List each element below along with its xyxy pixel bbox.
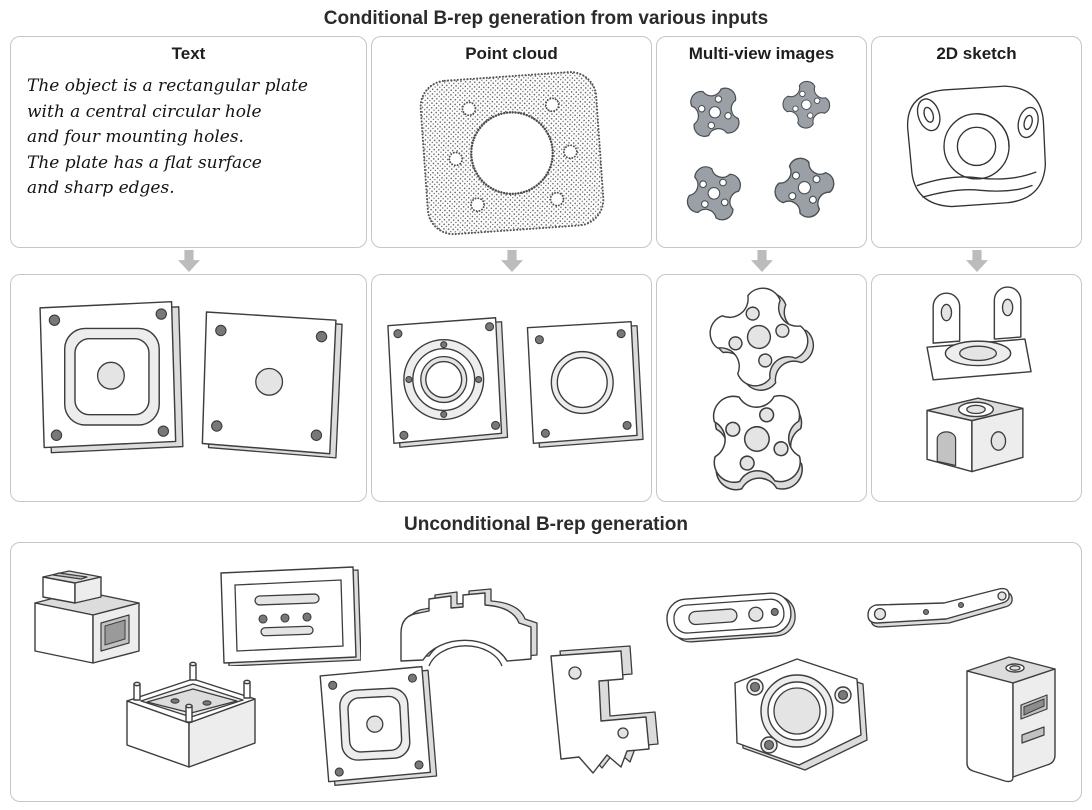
- multiview-output-panel: [656, 274, 867, 502]
- down-arrow-icon: [750, 250, 773, 272]
- model-yoke-1: [926, 286, 1032, 381]
- multiview-input-label: Multi-view images: [688, 44, 835, 63]
- point-cloud-input-panel: Point cloud: [371, 36, 652, 248]
- down-arrow: [656, 248, 867, 274]
- column-point-cloud: Point cloud: [371, 36, 652, 502]
- model-link-plate: [659, 581, 804, 658]
- multiview-input-panel: Multi-view images: [656, 36, 867, 248]
- model-rounded-box: [951, 635, 1071, 795]
- text-input-panel: Text The object is a rectangular plate w…: [10, 36, 367, 248]
- model-pocket-plate-2: [311, 661, 446, 801]
- point-cloud-output-panel: [371, 274, 652, 502]
- down-arrow-icon: [965, 250, 988, 272]
- text-output-panel: [10, 274, 367, 502]
- down-arrow: [871, 248, 1082, 274]
- column-text: Text The object is a rectangular plate w…: [10, 36, 367, 502]
- point-cloud-input-label: Point cloud: [465, 44, 558, 63]
- model-notched-bracket: [531, 641, 681, 796]
- model-arch-bracket: [389, 571, 554, 681]
- model-bat-2: [712, 394, 803, 491]
- point-cloud-thumbnail: [419, 71, 604, 236]
- column-multiview: Multi-view images: [656, 36, 867, 502]
- down-arrow-icon: [177, 250, 200, 272]
- text-input-label: Text: [171, 44, 206, 63]
- point-cloud-output-models: [387, 317, 644, 448]
- sketch-input-panel: 2D sketch: [871, 36, 1082, 248]
- sketch-thumbnail: [906, 85, 1046, 208]
- model-stepped-block: [23, 551, 153, 686]
- sketch-output-panel: [871, 274, 1082, 502]
- down-arrow: [371, 248, 652, 274]
- multiview-output-models: [709, 287, 815, 491]
- conditional-section: Text The object is a rectangular plate w…: [0, 30, 1092, 502]
- down-arrow-icon: [500, 250, 523, 272]
- text-output-models: [39, 300, 343, 459]
- conditional-title: Conditional B-rep generation from variou…: [323, 8, 769, 29]
- text-prompt: The object is a rectangular plate with a…: [27, 76, 308, 198]
- model-yoke-2: [926, 397, 1024, 473]
- model-open-tray: [115, 651, 265, 791]
- sketch-input-label: 2D sketch: [936, 44, 1017, 63]
- unconditional-title: Unconditional B-rep generation: [404, 514, 688, 535]
- model-flange-plate: [387, 317, 509, 448]
- model-hex-flange: [711, 643, 876, 798]
- model-bat-1: [709, 287, 815, 391]
- column-sketch: 2D sketch: [871, 36, 1082, 502]
- sketch-output-models: [926, 286, 1032, 473]
- down-arrow: [10, 248, 367, 274]
- model-pocket-plate: [39, 300, 184, 454]
- multiview-thumbnail: [686, 80, 834, 221]
- unconditional-panel: [10, 542, 1082, 802]
- model-flat-plate: [201, 311, 343, 459]
- model-slot-plate: [211, 561, 362, 671]
- model-link-bar: [856, 573, 1016, 648]
- model-hole-plate: [526, 321, 644, 448]
